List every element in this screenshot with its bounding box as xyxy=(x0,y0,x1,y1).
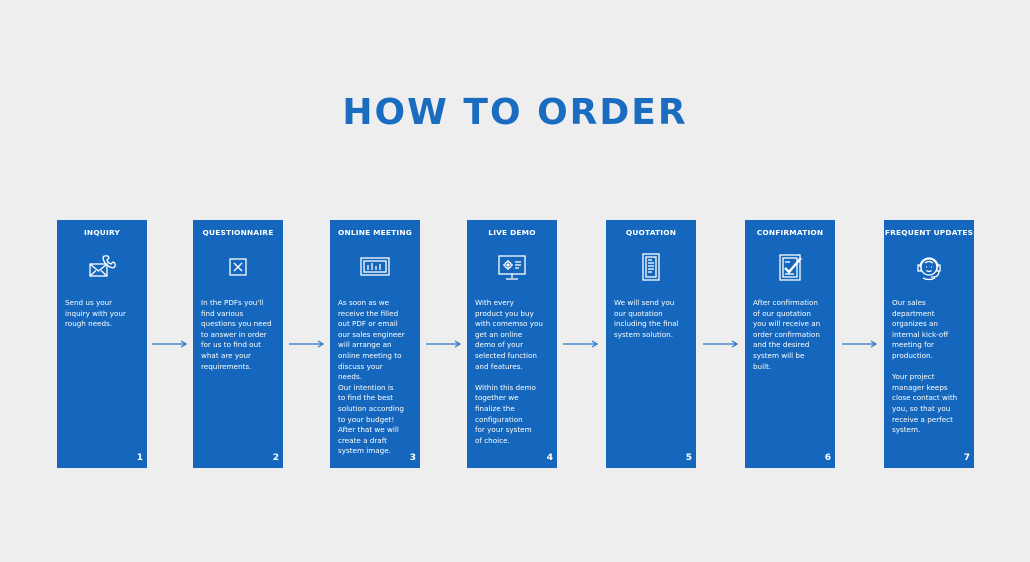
step-description: Our sales department organizes an intern… xyxy=(892,298,958,435)
checkbox-x-icon xyxy=(223,252,253,282)
step-description: After confirmation of our quotation you … xyxy=(753,298,821,371)
step-card-online-meeting: ONLINE MEETING As soon as we receive the… xyxy=(330,220,420,468)
step-title: INQUIRY xyxy=(83,228,120,237)
document-icon xyxy=(636,252,666,282)
arrow-right-icon xyxy=(426,339,462,349)
step-description: In the PDFs you'll find various question… xyxy=(201,298,272,371)
step-title: QUESTIONNAIRE xyxy=(202,228,274,237)
step-title: ONLINE MEETING xyxy=(337,228,413,237)
clipboard-check-icon xyxy=(775,252,805,282)
step-number: 6 xyxy=(824,453,831,463)
step-description: We will send you our quotation including… xyxy=(614,298,679,339)
email-phone-icon xyxy=(87,252,117,282)
step-title: QUOTATION xyxy=(625,228,677,237)
monitor-chart-icon xyxy=(360,252,390,282)
arrow-right-icon xyxy=(289,339,325,349)
step-number: 5 xyxy=(685,453,692,463)
step-number: 4 xyxy=(546,453,553,463)
step-description: With every product you buy with comemso … xyxy=(475,298,543,445)
page-title: HOW TO ORDER xyxy=(342,92,688,133)
step-number: 3 xyxy=(409,453,416,463)
monitor-gear-icon xyxy=(497,252,527,282)
arrow-right-icon xyxy=(842,339,878,349)
step-card-confirmation: CONFIRMATION After confirmation of our q… xyxy=(745,220,835,468)
step-card-frequent-updates: FREQUENT UPDATES Our sales department or… xyxy=(884,220,974,468)
step-number: 7 xyxy=(963,453,970,463)
step-title: LIVE DEMO xyxy=(488,228,536,237)
step-description: Send us your inquiry with your rough nee… xyxy=(65,298,126,329)
step-card-quotation: QUOTATION We will send you our quotation… xyxy=(606,220,696,468)
step-description: As soon as we receive the filled out PDF… xyxy=(338,298,405,456)
arrow-right-icon xyxy=(563,339,599,349)
step-number: 1 xyxy=(136,453,143,463)
arrow-right-icon xyxy=(152,339,188,349)
step-title: FREQUENT UPDATES xyxy=(884,228,974,237)
step-card-questionnaire: QUESTIONNAIRE In the PDFs you'll find va… xyxy=(193,220,283,468)
step-card-live-demo: LIVE DEMO With every product you buy wit… xyxy=(467,220,557,468)
step-card-inquiry: INQUIRY Send us your inquiry with your r… xyxy=(57,220,147,468)
step-number: 2 xyxy=(272,453,279,463)
arrow-right-icon xyxy=(703,339,739,349)
step-title: CONFIRMATION xyxy=(756,228,824,237)
headset-agent-icon xyxy=(914,252,944,282)
